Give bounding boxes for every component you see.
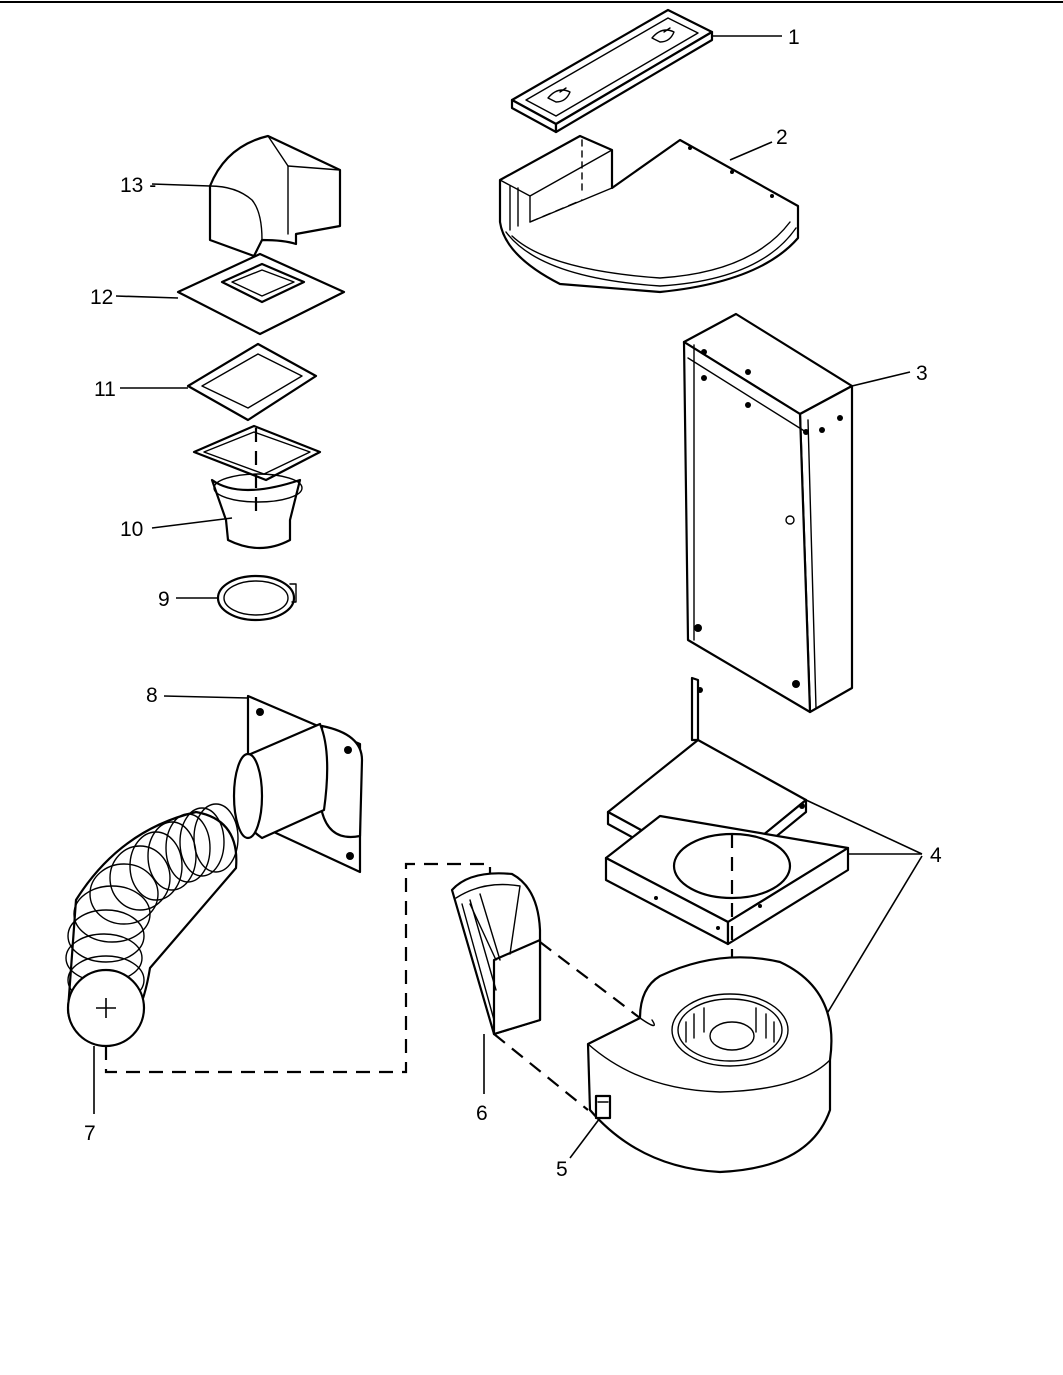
- callout-6: 6: [476, 1102, 488, 1125]
- callout-3: 3: [916, 362, 928, 385]
- callout-9: 9: [158, 588, 170, 611]
- part-4-mounting-plates: [604, 676, 850, 1040]
- callout-12: 12: [90, 286, 113, 309]
- part-1-grille-cover: [510, 8, 714, 134]
- callout-11: 11: [94, 378, 116, 401]
- part-5-clip: [594, 1094, 612, 1120]
- part-13-elbow: [208, 134, 342, 258]
- part-7-flexible-duct: [65, 803, 239, 1048]
- part-12-flashing-plate: [176, 252, 346, 336]
- part-9-clamp-ring: [216, 574, 297, 622]
- part-8-wall-plate: [232, 694, 364, 874]
- part-4-blower-housing: [586, 956, 833, 1174]
- part-6-transition-duct: [450, 872, 641, 1111]
- callout-7: 7: [84, 1122, 96, 1145]
- callout-4: 4: [930, 844, 942, 867]
- callout-5: 5: [556, 1158, 568, 1181]
- callout-1: 1: [788, 26, 800, 49]
- part-3-vertical-enclosure: [682, 312, 854, 714]
- callout-2: 2: [776, 126, 788, 149]
- part-10-adapter: [192, 424, 322, 550]
- callout-leaders: [93, 35, 923, 1159]
- part-2-top-duct: [498, 134, 800, 294]
- callout-10: 10: [120, 518, 143, 541]
- callout-13: 13 -: [120, 174, 156, 197]
- callout-8: 8: [146, 684, 158, 707]
- part-11-gasket: [186, 342, 318, 422]
